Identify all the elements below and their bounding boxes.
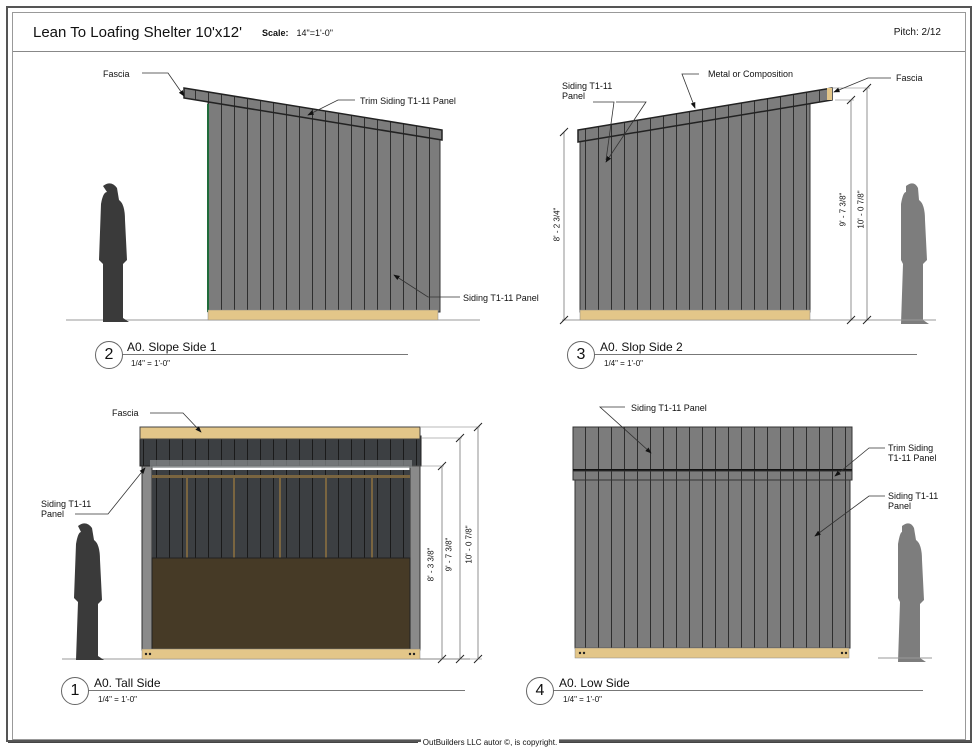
callout-fascia: Fascia [112,408,139,418]
view-tall-side [62,412,483,664]
view-number-badge: 2 [95,341,123,369]
callout-fascia: Fascia [103,69,130,79]
view-scale: 1/4" = 1'-0" [98,695,138,704]
callout-siding: Siding T1-11 Panel [41,499,92,519]
dimension-wall-height: 9' - 7 3/8" [444,537,454,572]
view-scale: 1/4" = 1'-0" [563,695,603,704]
callout-trim-siding: Trim Siding T1-11 Panel [360,96,456,106]
dimension-overall-height: 10' - 0 7/8" [856,190,866,229]
view-title: A0. Slop Side 2 [600,340,683,354]
footer-rule-right [556,742,972,743]
scale-value: 14"=1'-0" [296,28,333,38]
view-number-badge: 3 [567,341,595,369]
dimension-opening-height: 8' - 3 3/8" [426,547,436,582]
callout-siding: Siding T1-11 Panel [631,403,707,413]
callout-siding: Siding T1-11 Panel [562,81,613,101]
view-title: A0. Low Side [559,676,630,690]
view-scale: 1/4" = 1'-0" [604,359,644,368]
dimension-overall-height: 10' - 0 7/8" [464,525,474,564]
footer-rule-left [8,742,418,743]
view-title: A0. Tall Side [94,676,161,690]
callout-siding: Siding T1-11 Panel [888,491,939,511]
scale-person-figure [99,183,129,322]
pitch-info: Pitch: 2/12 [893,27,941,38]
scale-info: Scale: 14"=1'-0" [262,28,333,38]
callout-fascia: Fascia [896,73,923,83]
view-title: A0. Slope Side 1 [127,340,217,354]
callout-trim-siding: Trim Siding T1-11 Panel [888,443,937,463]
view-slope-side-2 [559,73,936,325]
view-low-side [572,406,932,662]
scale-label: Scale: [262,28,289,38]
view-scale: 1/4" = 1'-0" [131,359,171,368]
copyright-text: OutBuilders LLC autor ©, is copyright. [420,738,560,747]
scale-person-figure [74,523,104,660]
callout-roofing: Metal or Composition [708,69,794,79]
title-block: Lean To Loafing Shelter 10'x12' Scale: 14… [13,13,965,52]
callout-siding: Siding T1-11 Panel [463,293,539,303]
view-number-badge: 4 [526,677,554,705]
dimension-low-height: 8' - 2 3/4" [552,207,562,242]
drawing-title: Lean To Loafing Shelter 10'x12' [33,24,242,41]
view-number-badge: 1 [61,677,89,705]
view-slope-side-1 [66,72,480,322]
dimension-wall-height: 9' - 7 3/8" [838,192,848,227]
scale-person-figure [898,523,926,662]
scale-person-figure [901,183,929,324]
copyright-footer: OutBuilders LLC autor ©, is copyright. [0,738,980,747]
